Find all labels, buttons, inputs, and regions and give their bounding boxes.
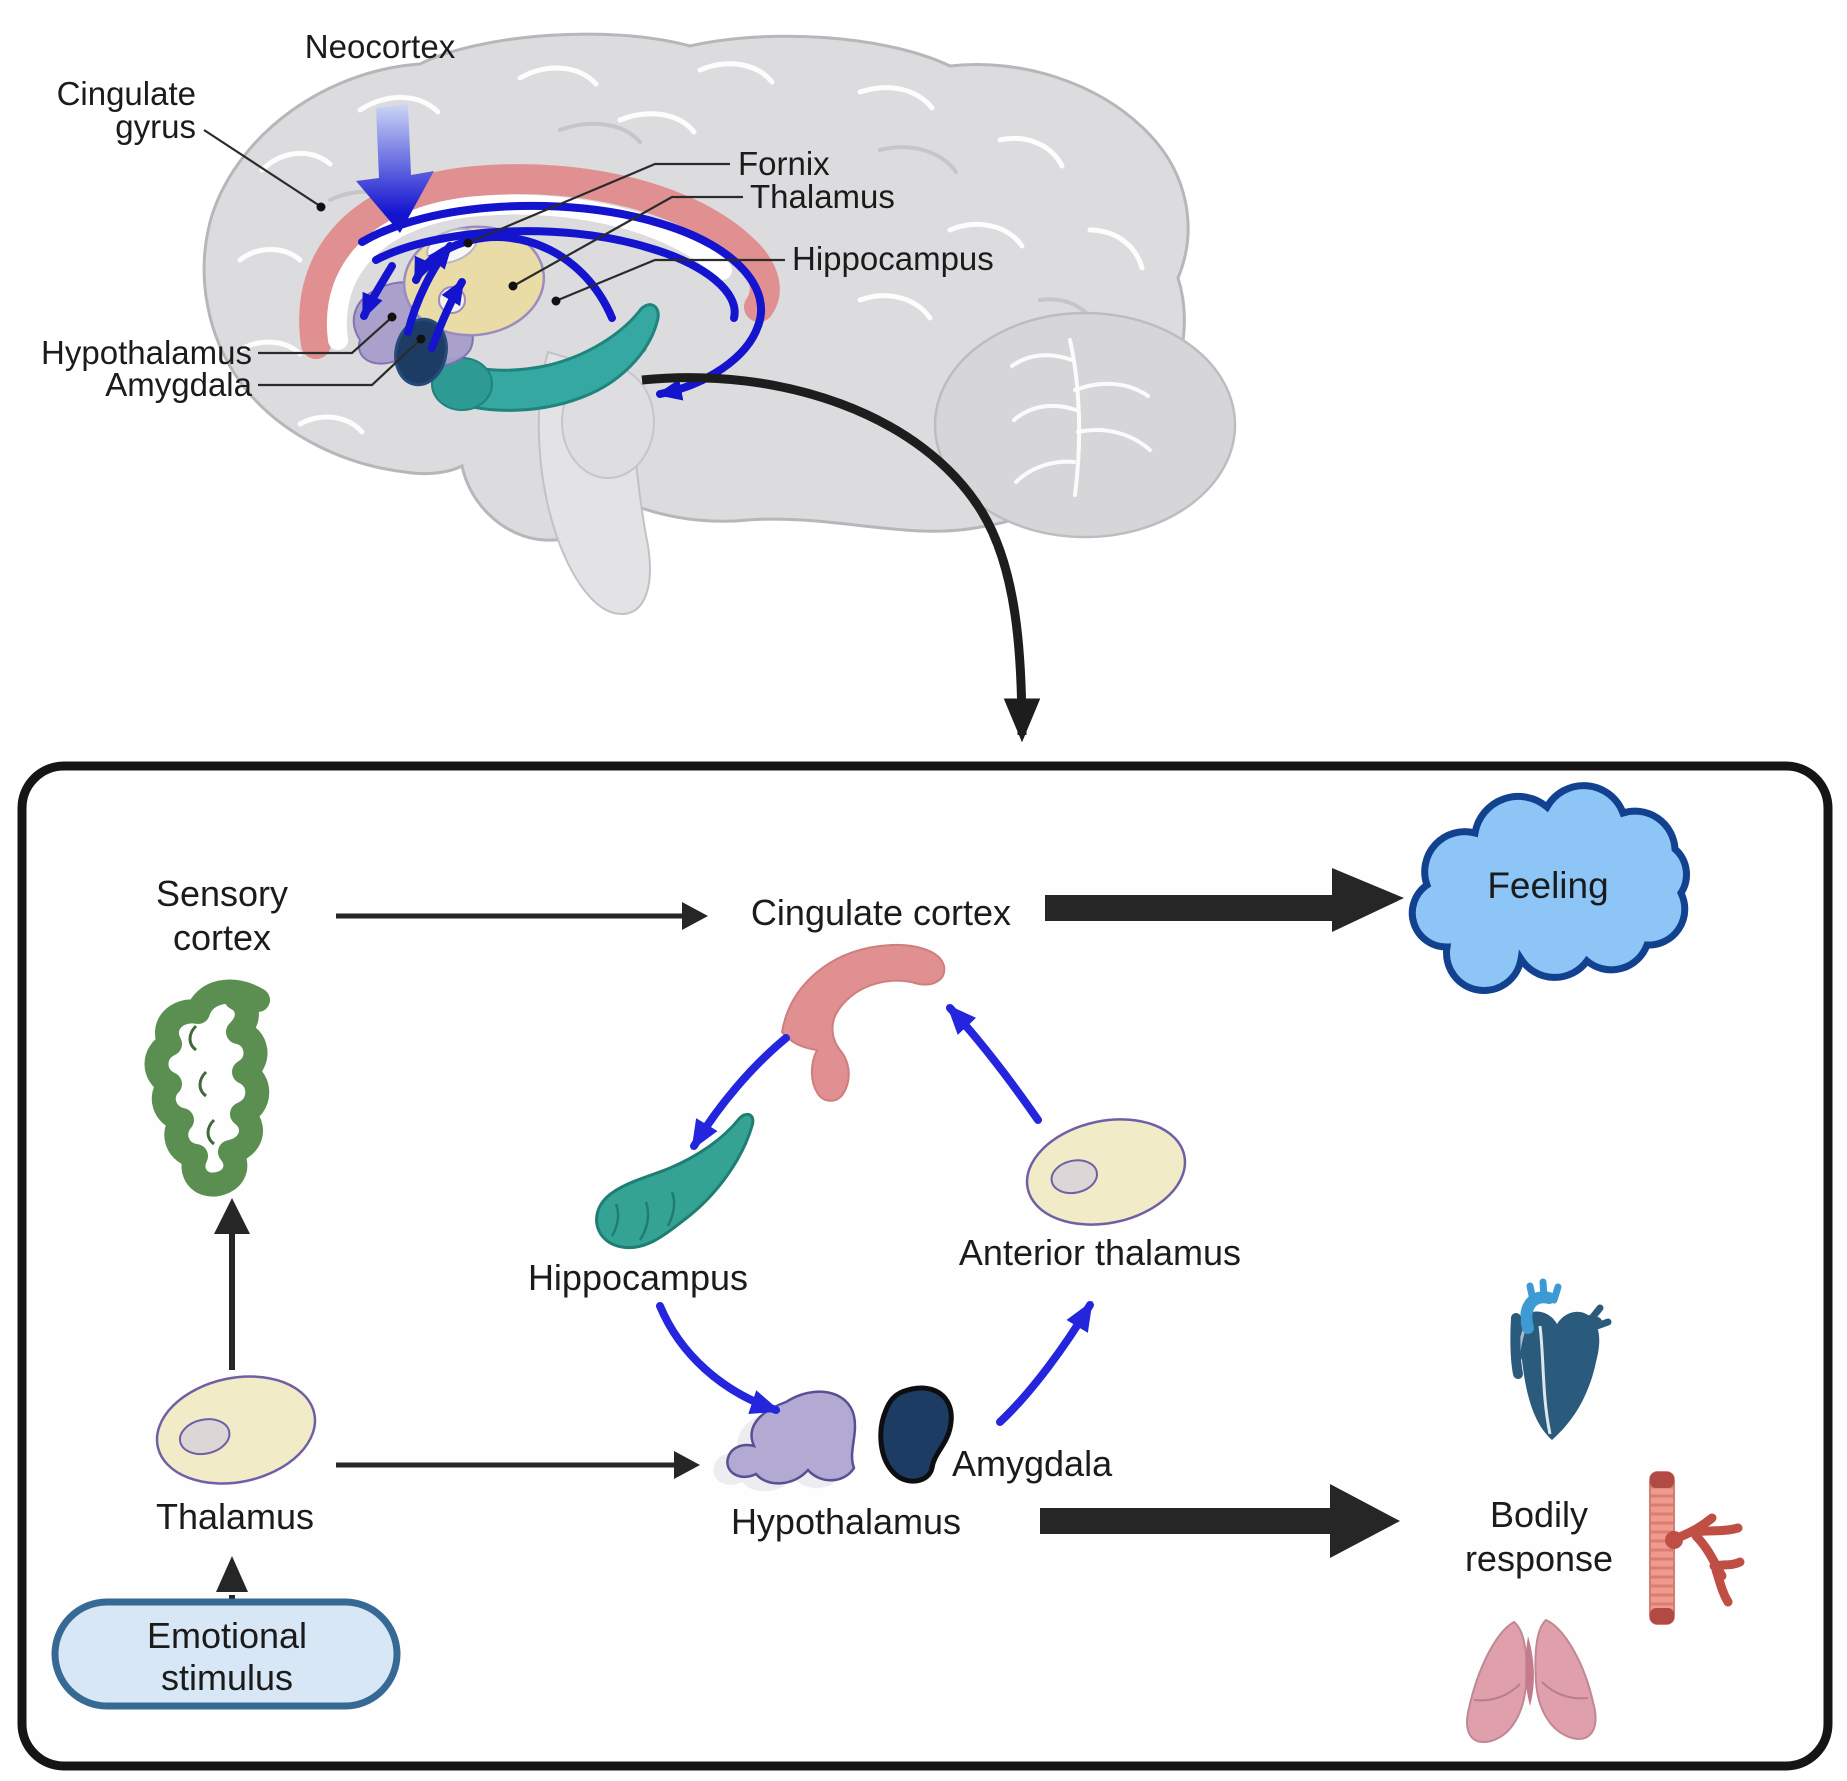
brain-to-flowchart-arrow — [641, 373, 1041, 743]
flow-label-hippocampus: Hippocampus — [528, 1257, 748, 1298]
flow-label-amygdala: Amygdala — [952, 1443, 1113, 1484]
hypothalamus-flow-shape — [713, 1390, 857, 1492]
flow-label-emotional-stimulus-line1: Emotional — [147, 1615, 307, 1656]
anterior-thalamus-shape — [1025, 1118, 1187, 1226]
arrow-cingulate-to-feeling — [1045, 868, 1404, 932]
label-cingulate-gyrus-line1: Cingulate — [57, 75, 196, 112]
amygdala-flow-shape — [878, 1385, 954, 1484]
flow-label-bodily-response-line1: Bodily — [1490, 1494, 1588, 1535]
label-cingulate-gyrus-line2: gyrus — [115, 108, 196, 145]
flow-label-hypothalamus: Hypothalamus — [731, 1501, 961, 1542]
thought-cloud: Feeling — [1408, 782, 1690, 994]
emotional-stimulus-pill: Emotional stimulus — [51, 1598, 401, 1710]
flow-label-feeling: Feeling — [1487, 865, 1608, 906]
label-fornix: Fornix — [738, 145, 830, 182]
flow-label-cingulate-cortex: Cingulate cortex — [751, 892, 1011, 933]
leader-lines — [203, 129, 785, 387]
label-hypothalamus: Hypothalamus — [41, 334, 252, 371]
flowchart: Sensory cortex Cingulate cortex Feeling … — [51, 782, 1745, 1743]
flow-label-thalamus: Thalamus — [156, 1496, 314, 1537]
heart-icon — [1510, 1278, 1612, 1440]
flow-label-emotional-stimulus-line2: stimulus — [161, 1657, 293, 1698]
gyrus-squiggle-icon — [144, 979, 270, 1197]
label-thalamus: Thalamus — [750, 178, 895, 215]
thalamus-flow-shape — [155, 1375, 317, 1485]
label-amygdala: Amygdala — [105, 366, 252, 403]
flow-label-anterior-thalamus: Anterior thalamus — [959, 1232, 1241, 1273]
lungs-icon — [1466, 1618, 1597, 1743]
cerebellum-shape — [933, 311, 1237, 539]
flow-label-bodily-response-line2: response — [1465, 1538, 1613, 1579]
papez-circuit-arrows — [356, 104, 766, 401]
cingulate-cortex-shape — [780, 944, 946, 1102]
blood-vessel-icon — [1649, 1471, 1745, 1625]
sagittal-brain-illustration: Neocortex Cingulate gyrus Fornix Thalamu… — [41, 28, 1237, 616]
label-neocortex: Neocortex — [305, 28, 456, 65]
neocortex-input-arrow — [356, 104, 434, 233]
arrow-hypothalamus-to-bodily — [1040, 1484, 1400, 1558]
label-hippocampus: Hippocampus — [792, 240, 994, 277]
flow-label-sensory-cortex-line2: cortex — [173, 917, 271, 958]
flow-label-sensory-cortex-line1: Sensory — [156, 873, 288, 914]
papez-flow-arrows — [656, 1004, 1094, 1426]
